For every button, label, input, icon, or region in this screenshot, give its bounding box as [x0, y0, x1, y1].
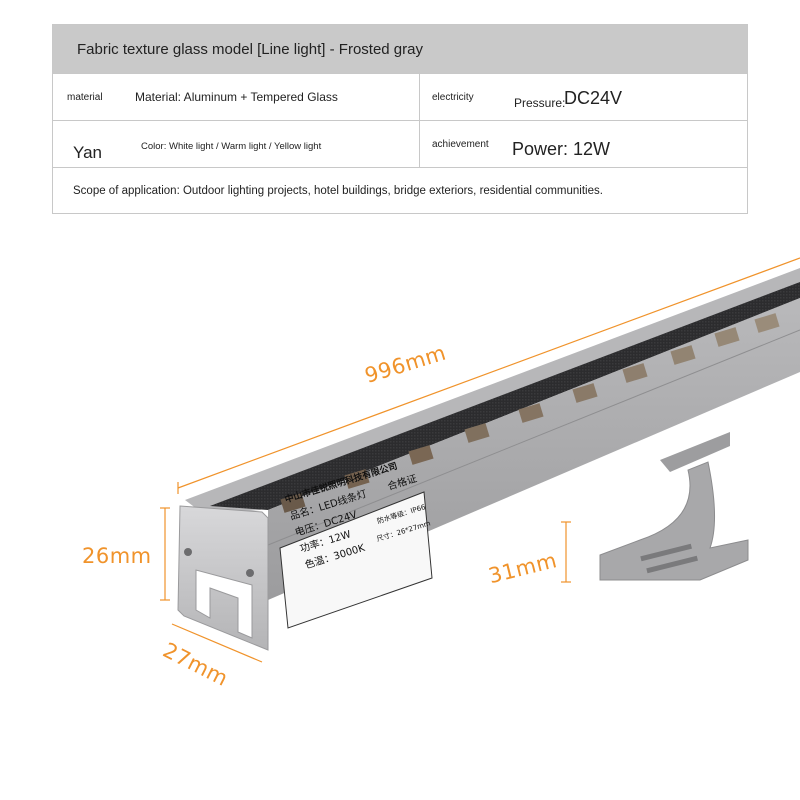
screw-icon: [184, 548, 192, 556]
bar-mesh-window: [210, 282, 800, 510]
material-cell: material Material: Aluminum + Tempered G…: [53, 74, 420, 120]
height-dimension-label: 26mm: [82, 544, 152, 568]
scope-text: Scope of application: Outdoor lighting p…: [73, 185, 603, 197]
pressure-value: DC24V: [564, 88, 623, 108]
achievement-cell: achievement Power: 12W: [420, 121, 747, 167]
pressure-label: Pressure:: [514, 96, 566, 110]
material-value: Material: Aluminum + Tempered Glass: [135, 90, 338, 104]
spec-row-material: material Material: Aluminum + Tempered G…: [53, 73, 747, 120]
end-cap: [177, 505, 269, 651]
spec-table: Fabric texture glass model [Line light] …: [52, 24, 748, 214]
yan-label: Yan: [73, 143, 102, 162]
width-dim-line: [171, 623, 263, 663]
length-dim-line: [177, 257, 800, 489]
achievement-label: achievement: [432, 138, 489, 150]
color-cell: Yan Color: White light / Warm light / Ye…: [53, 121, 420, 167]
spec-title: Fabric texture glass model [Line light] …: [53, 25, 747, 73]
led-chips: [280, 313, 780, 513]
power-value: Power: 12W: [512, 139, 611, 159]
electricity-label: electricity: [432, 91, 474, 103]
electricity-cell: electricity Pressure: DC24V: [420, 74, 747, 120]
spec-row-scope: Scope of application: Outdoor lighting p…: [53, 167, 747, 214]
mounting-bracket: [599, 432, 749, 581]
color-value: Color: White light / Warm light / Yellow…: [141, 141, 322, 152]
bar-side-groove: [267, 329, 800, 546]
material-label: material: [67, 91, 103, 103]
bar-top-rim: [185, 268, 800, 515]
screw-icon: [246, 569, 254, 577]
spec-row-color: Yan Color: White light / Warm light / Ye…: [53, 120, 747, 167]
sticker-background: [279, 491, 433, 629]
